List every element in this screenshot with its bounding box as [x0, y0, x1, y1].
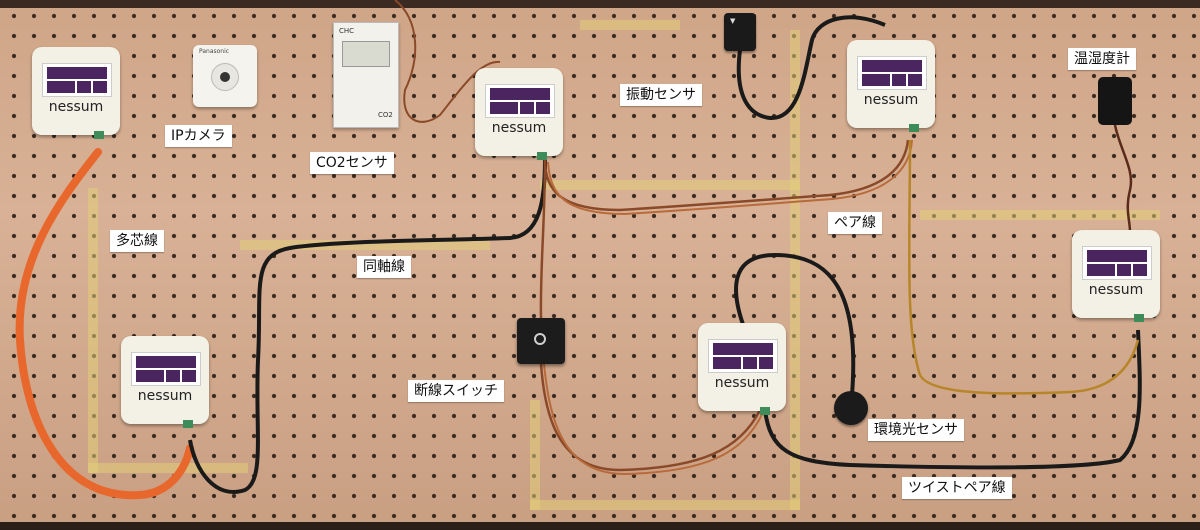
device-port	[909, 124, 919, 132]
label-disconnect-switch: 断線スイッチ	[408, 380, 504, 402]
tape-strip	[790, 30, 800, 510]
label-temp-humidity: 温湿度計	[1068, 48, 1136, 70]
label-twisted-pair: ツイストペア線	[902, 477, 1012, 499]
ambient-light-sensor	[834, 391, 868, 425]
switch-wire	[543, 363, 765, 476]
vibration-sensor-mark: ▼	[730, 17, 736, 25]
device-logo: nessum	[491, 120, 547, 136]
vibration-cable	[736, 15, 886, 121]
device-screen	[708, 339, 778, 373]
tape-strip	[920, 210, 1160, 220]
device-logo: nessum	[714, 375, 770, 391]
device-logo: nessum	[48, 99, 104, 115]
label-multicore: 多芯線	[110, 230, 164, 252]
switch-wire	[539, 363, 762, 472]
tape-strip	[530, 500, 800, 510]
nessum-device-2: nessum	[121, 336, 209, 428]
label-coaxial: 同軸線	[357, 256, 411, 278]
switch-wire	[539, 159, 547, 319]
camera-lens-icon	[211, 63, 239, 91]
device-port	[183, 420, 193, 428]
pair-wire	[543, 139, 910, 212]
ip-camera: Panasonic	[193, 45, 257, 107]
temp-humidity-sensor	[1098, 77, 1132, 125]
device-screen	[1082, 246, 1152, 280]
label-ambient-light-sensor: 環境光センサ	[868, 419, 964, 441]
device-port	[94, 131, 104, 139]
nessum-device-5: nessum	[1072, 230, 1160, 322]
multicore-cable	[15, 148, 194, 500]
label-co2-sensor: CO2センサ	[310, 152, 394, 174]
tape-strip	[540, 180, 800, 190]
tape-strip	[530, 400, 540, 510]
co2-display	[342, 41, 390, 67]
co2-unit: CO2	[378, 111, 393, 119]
label-vibration-sensor: 振動センサ	[620, 84, 702, 106]
tape-strip	[88, 463, 248, 473]
twisted-pair-cable	[763, 329, 1142, 470]
camera-brand: Panasonic	[199, 48, 230, 55]
co2-wire	[394, 0, 501, 123]
vibration-sensor: ▼	[724, 13, 756, 51]
device-logo: nessum	[137, 388, 193, 404]
nessum-device-3: nessum	[475, 68, 563, 160]
nessum-device-4: nessum	[847, 40, 935, 132]
nessum-device-1: nessum	[32, 47, 120, 139]
tape-strip	[88, 188, 98, 473]
device-screen	[42, 63, 112, 97]
tape-strip	[580, 20, 680, 30]
power-icon	[534, 333, 546, 345]
co2-brand: CHC	[339, 27, 355, 35]
device-screen	[857, 56, 927, 90]
board-frame-bottom	[0, 522, 1200, 530]
board-frame-top	[0, 0, 1200, 8]
device-logo: nessum	[1088, 282, 1144, 298]
device-screen	[131, 352, 201, 386]
pair-wire	[547, 139, 913, 216]
label-pair-wire: ペア線	[828, 212, 882, 234]
device-screen	[485, 84, 555, 118]
label-ip-camera: IPカメラ	[165, 125, 232, 147]
co2-sensor: CHC CO2	[333, 22, 399, 128]
device-port	[1134, 314, 1144, 322]
disconnect-switch	[517, 318, 565, 364]
light-sensor-cable	[734, 252, 856, 396]
coaxial-cable	[188, 159, 547, 494]
pair-wire	[907, 139, 1140, 395]
device-port	[537, 152, 547, 160]
tape-strip	[240, 240, 490, 250]
thermo-wire	[1113, 124, 1133, 233]
device-port	[760, 407, 770, 415]
nessum-device-6: nessum	[698, 323, 786, 415]
device-logo: nessum	[863, 92, 919, 108]
